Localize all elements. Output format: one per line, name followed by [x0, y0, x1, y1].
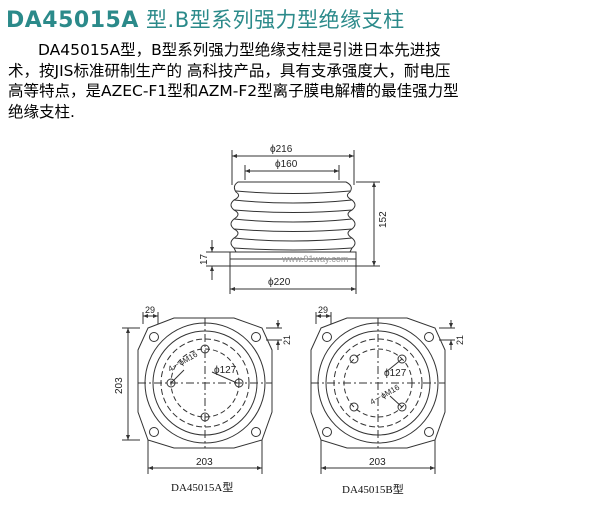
- holes-label-a: 4－ϕM16: [167, 349, 200, 373]
- plan-view-b: [310, 312, 455, 474]
- dim-width-a: 203: [196, 457, 213, 468]
- title-series: 型.B型系列强力型绝缘支柱: [138, 8, 405, 32]
- dim-top-diameter: ϕ216: [270, 144, 293, 155]
- dim-base-height: 17: [199, 253, 210, 265]
- dim-inner-diameter: ϕ160: [275, 159, 298, 170]
- dim-lug-width-b: 29: [318, 305, 328, 315]
- dim-lug-width-a: 29: [145, 305, 155, 315]
- pcd-label-b: ϕ127: [384, 368, 407, 379]
- pcd-label-a: ϕ127: [214, 365, 237, 376]
- dim-height: 152: [378, 211, 389, 228]
- dim-lug-offset-a: 21: [282, 335, 292, 345]
- dim-lug-offset-b: 21: [455, 335, 465, 345]
- title-model: DA45015A: [6, 8, 139, 33]
- dim-width-b: 203: [369, 457, 386, 468]
- caption-plan-b: DA45015B型: [342, 484, 404, 496]
- product-description: DA45015A型，B型系列强力型绝缘支柱是引进日本先进技 术，按JIS标准研制…: [8, 41, 459, 121]
- side-view: [206, 150, 380, 294]
- holes-label-b: 4－ϕM16: [369, 382, 402, 406]
- dim-height-a: 203: [114, 377, 125, 394]
- plan-view-a: [122, 312, 282, 474]
- watermark-text: www.91way.com: [281, 254, 348, 264]
- dim-base-diameter: ϕ220: [268, 277, 291, 288]
- caption-plan-a: DA45015A型: [171, 482, 234, 494]
- page-title: DA45015A 型.B型系列强力型绝缘支柱: [6, 4, 405, 34]
